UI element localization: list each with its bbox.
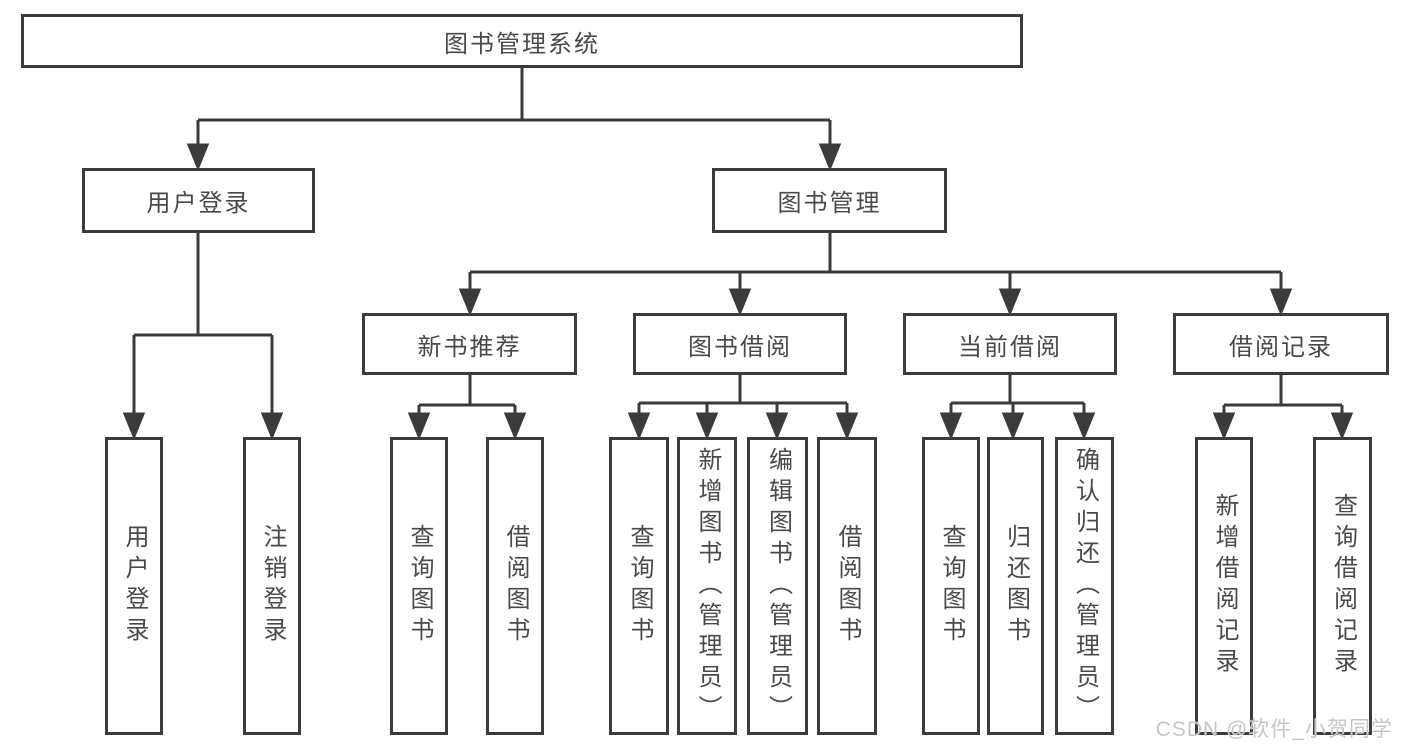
arrowhead-icon <box>1072 412 1096 440</box>
connector-line <box>132 233 274 418</box>
node-label: 图书管理 <box>777 190 882 217</box>
csdn-watermark: CSDN @软件_小贺同学 <box>1155 718 1393 741</box>
node-book-management: 图书管理 <box>712 168 947 233</box>
leaf-query-books-borrow: 查询图书 <box>609 437 669 735</box>
leaf-borrow-books-recommend: 借阅图书 <box>486 437 544 735</box>
leaf-query-books-recommend: 查询图书 <box>390 437 448 735</box>
arrowhead-icon <box>458 288 482 316</box>
arrowhead-icon <box>695 412 719 440</box>
node-label: 用户登录 <box>121 524 148 648</box>
node-label: 新增图书（管理员） <box>694 446 721 726</box>
node-user-login: 用户登录 <box>82 168 315 233</box>
leaf-user-login: 用户登录 <box>105 437 163 735</box>
node-label: 确认归还（管理员） <box>1071 446 1099 726</box>
arrowhead-icon <box>1330 412 1354 440</box>
arrowhead-icon <box>407 412 431 440</box>
leaf-borrow-books: 借阅图书 <box>817 437 877 735</box>
arrowhead-icon <box>835 412 859 440</box>
node-label: 查询图书 <box>626 524 653 648</box>
node-label: 归还图书 <box>1002 524 1030 648</box>
connector-line <box>1222 375 1344 418</box>
leaf-confirm-return-admin: 确认归还（管理员） <box>1055 437 1114 735</box>
node-label: 查询图书 <box>406 524 433 648</box>
arrowhead-icon <box>186 143 210 171</box>
connector-current-borrow-group <box>939 375 1096 440</box>
node-label: 当前借阅 <box>958 333 1062 361</box>
connector-root-to-level2 <box>186 68 842 171</box>
node-label: 编辑图书（管理员） <box>764 446 792 726</box>
node-book-borrowing: 图书借阅 <box>633 313 847 375</box>
node-borrowing-records: 借阅记录 <box>1173 313 1389 375</box>
leaf-add-borrow-record: 新增借阅记录 <box>1195 437 1253 735</box>
leaf-query-books-current: 查询图书 <box>922 437 980 735</box>
node-label: 借阅图书 <box>834 524 861 648</box>
leaf-logout: 注销登录 <box>243 437 301 735</box>
node-new-book-recommend: 新书推荐 <box>362 313 577 375</box>
connector-new-books-group <box>407 375 527 440</box>
node-label: 查询图书 <box>938 524 965 648</box>
arrowhead-icon <box>998 288 1022 316</box>
arrowhead-icon <box>939 412 963 440</box>
node-label: 图书借阅 <box>688 333 792 361</box>
leaf-add-book-admin: 新增图书（管理员） <box>677 437 737 735</box>
arrowhead-icon <box>765 412 789 440</box>
arrowhead-icon <box>260 412 284 440</box>
leaf-query-borrow-record: 查询借阅记录 <box>1313 437 1372 735</box>
node-current-borrowing: 当前借阅 <box>903 313 1117 375</box>
node-label: 注销登录 <box>259 524 286 648</box>
node-label: 借阅图书 <box>502 524 529 648</box>
connector-borrow-records-group <box>1212 375 1354 440</box>
connector-book-borrow-group <box>627 375 859 440</box>
connector-line <box>949 375 1086 418</box>
arrowhead-icon <box>728 288 752 316</box>
node-label: 用户登录 <box>146 190 251 217</box>
connector-line <box>417 375 517 418</box>
arrowhead-icon <box>627 412 651 440</box>
connector-book-management-to-level3 <box>458 233 1293 316</box>
node-label: 查询借阅记录 <box>1329 493 1357 679</box>
arrowhead-icon <box>122 412 146 440</box>
arrowhead-icon <box>818 143 842 171</box>
leaf-return-book: 归还图书 <box>987 437 1044 735</box>
connector-user-login-group <box>122 233 284 440</box>
arrowhead-icon <box>1001 412 1025 440</box>
arrowhead-icon <box>1212 412 1236 440</box>
connector-line <box>637 375 849 418</box>
leaf-edit-book-admin: 编辑图书（管理员） <box>747 437 808 735</box>
node-root: 图书管理系统 <box>21 14 1023 68</box>
node-label: 图书管理系统 <box>444 30 600 58</box>
connector-line <box>196 68 832 149</box>
arrowhead-icon <box>1269 288 1293 316</box>
node-label: 新书推荐 <box>417 333 522 361</box>
node-label: 新增借阅记录 <box>1211 493 1238 679</box>
node-label: 借阅记录 <box>1229 333 1333 361</box>
arrowhead-icon <box>503 412 527 440</box>
connector-line <box>468 233 1283 294</box>
